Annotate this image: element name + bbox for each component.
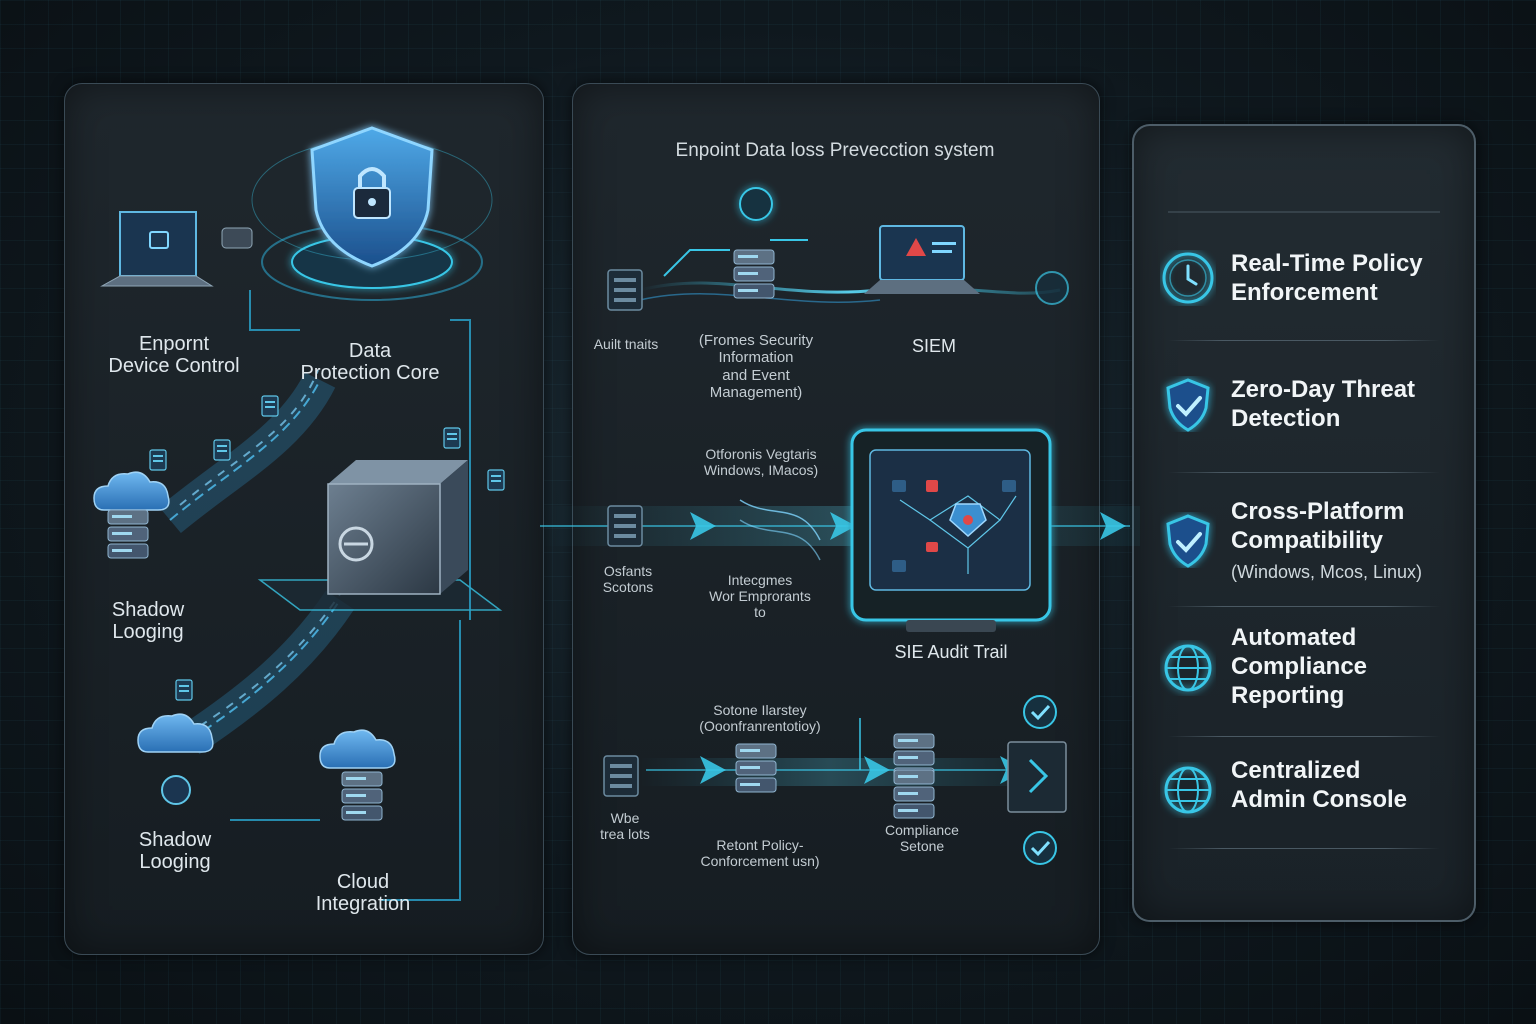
label-line: (Ooonfranrentotioy) xyxy=(699,718,821,735)
label-line: Shadow xyxy=(138,829,212,851)
label-line: Looging xyxy=(139,851,211,874)
label-line: Osfants xyxy=(603,563,653,579)
label-line: (Fromes Security xyxy=(698,332,814,349)
vault-illustration xyxy=(257,460,503,611)
label-cloud-integration: Cloud Integration xyxy=(293,871,433,916)
feature-title-line: Reporting xyxy=(1231,681,1345,709)
scotons-document-icon xyxy=(607,505,643,547)
cloud-server-left xyxy=(93,471,170,559)
label-line: Looging xyxy=(112,621,184,644)
feature-divider xyxy=(1168,736,1440,737)
label-line: Device Control xyxy=(108,355,240,378)
label-siem: SIEM xyxy=(894,336,974,356)
label-audit-trail: SIE Audit Trail xyxy=(876,642,1026,662)
feature-divider xyxy=(1168,340,1440,341)
feature-title-line: Compliance xyxy=(1231,652,1368,680)
label-line: SIE Audit Trail xyxy=(894,642,1008,662)
feature-title-line: Centralized xyxy=(1231,757,1361,784)
feature-title-zero-day: Zero-Day Threat Detection xyxy=(1231,376,1415,434)
policy-server-icon xyxy=(735,743,777,793)
label-platforms: Otforonis Vegtaris Windows, IMacos) xyxy=(686,446,836,478)
label-shadow-logging-1: Shadow Looging xyxy=(88,599,208,644)
label-line: Conforcement usn) xyxy=(700,853,820,870)
protection-core-illustration xyxy=(251,126,493,301)
label-line: Management) xyxy=(709,383,803,401)
feature-title-realtime: Real-Time Policy Enforcement xyxy=(1231,250,1423,308)
label-scotons: Osfants Scotons xyxy=(588,563,668,595)
label-audit-traits: Auilt tnaits xyxy=(576,336,676,352)
label-siem-description: (Fromes Security Information and Event M… xyxy=(686,332,826,401)
label-line: Otforonis Vegtaris xyxy=(705,446,817,462)
label-line: Retont Policy- xyxy=(716,837,804,853)
label-line: Intecgmes xyxy=(727,572,793,588)
row1-flow xyxy=(639,239,1061,303)
feature-subtitle-platforms: (Windows, Mcos, Linux) xyxy=(1231,562,1423,582)
check-icon-bottom xyxy=(1023,831,1057,865)
data-stream-upper xyxy=(159,369,336,534)
label-line: trea lots xyxy=(600,826,650,843)
audit-document-icon xyxy=(607,269,643,311)
feature-title-compliance: Automated Compliance Reporting xyxy=(1231,624,1367,710)
shield-check-icon xyxy=(1166,514,1210,568)
laptop-illustration xyxy=(100,211,253,287)
trail-document-icon xyxy=(603,755,639,797)
globe-icon xyxy=(1164,766,1212,814)
feature-title-line: Real-Time Policy xyxy=(1231,250,1423,277)
label-protection-core: Data Protection Core xyxy=(290,340,450,385)
label-line: Compliance xyxy=(885,822,959,838)
label-line: Setone xyxy=(899,838,945,855)
feature-divider xyxy=(1168,472,1440,473)
cloud-left-lower xyxy=(137,713,214,805)
compliance-server-lower-icon xyxy=(893,769,935,819)
check-icon-top xyxy=(1023,695,1057,729)
cloud-server-integration xyxy=(319,729,396,821)
label-line: Data xyxy=(348,340,392,362)
label-line: SIEM xyxy=(911,336,956,356)
clock-icon xyxy=(1162,252,1214,304)
shield-check-icon xyxy=(1166,378,1210,432)
gateway-icon xyxy=(1007,741,1067,813)
feature-title-line: Cross-Platform xyxy=(1231,498,1405,525)
diagram-title: Enpoint Data loss Prevecction system xyxy=(675,140,995,161)
label-compliance: Compliance Setone xyxy=(872,822,972,854)
label-line: Enpornt xyxy=(138,333,210,355)
label-policy-top: Sotone Ilarstey (Ooonfranrentotioy) xyxy=(680,702,840,734)
siem-laptop-icon xyxy=(864,225,1069,305)
feature-title-admin-console: Centralized Admin Console xyxy=(1231,757,1407,815)
label-integrations: Intecgmes Wor Emprorants to xyxy=(700,572,820,620)
label-line: and Event xyxy=(722,366,790,384)
globe-icon xyxy=(1164,644,1212,692)
feature-title-line: Enforcement xyxy=(1231,278,1378,306)
label-line: Information xyxy=(718,349,794,367)
siem-server-icon xyxy=(733,187,775,299)
label-line: Sotone Ilarstey xyxy=(713,702,807,718)
data-stream-lower xyxy=(180,587,355,755)
feature-title-line: Admin Console xyxy=(1231,785,1408,813)
label-device-control: Enpornt Device Control xyxy=(94,333,254,378)
feature-title-line: Detection xyxy=(1231,404,1341,432)
feature-title-cross-platform: Cross-Platform Compatibility xyxy=(1231,498,1404,556)
feature-title-line: Compatibility xyxy=(1231,526,1384,554)
feature-divider xyxy=(1168,848,1440,849)
label-line: Wor Emprorants xyxy=(709,588,811,605)
left-connectors xyxy=(230,290,471,901)
label-line: Integration xyxy=(315,893,411,916)
label-shadow-logging-2: Shadow Looging xyxy=(115,829,235,874)
feature-divider xyxy=(1168,606,1440,607)
label-line: Scotons xyxy=(602,579,654,596)
feature-title-line: Automated xyxy=(1231,624,1357,651)
label-policy-enforcement: Retont Policy- Conforcement usn) xyxy=(690,837,830,869)
label-line: Windows, IMacos) xyxy=(703,462,819,479)
label-line: Cloud xyxy=(336,871,390,893)
label-line: Protection Core xyxy=(300,362,440,385)
row3-flow xyxy=(640,718,1026,786)
label-line: Auilt tnaits xyxy=(593,336,659,352)
label-trail-lots: Wbe trea lots xyxy=(590,810,660,842)
feature-title-line: Zero-Day Threat xyxy=(1231,376,1416,403)
label-line: Wbe xyxy=(610,810,640,826)
label-line: to xyxy=(754,604,766,621)
audit-trail-console-icon xyxy=(850,428,1052,632)
label-line: Shadow xyxy=(111,599,185,621)
